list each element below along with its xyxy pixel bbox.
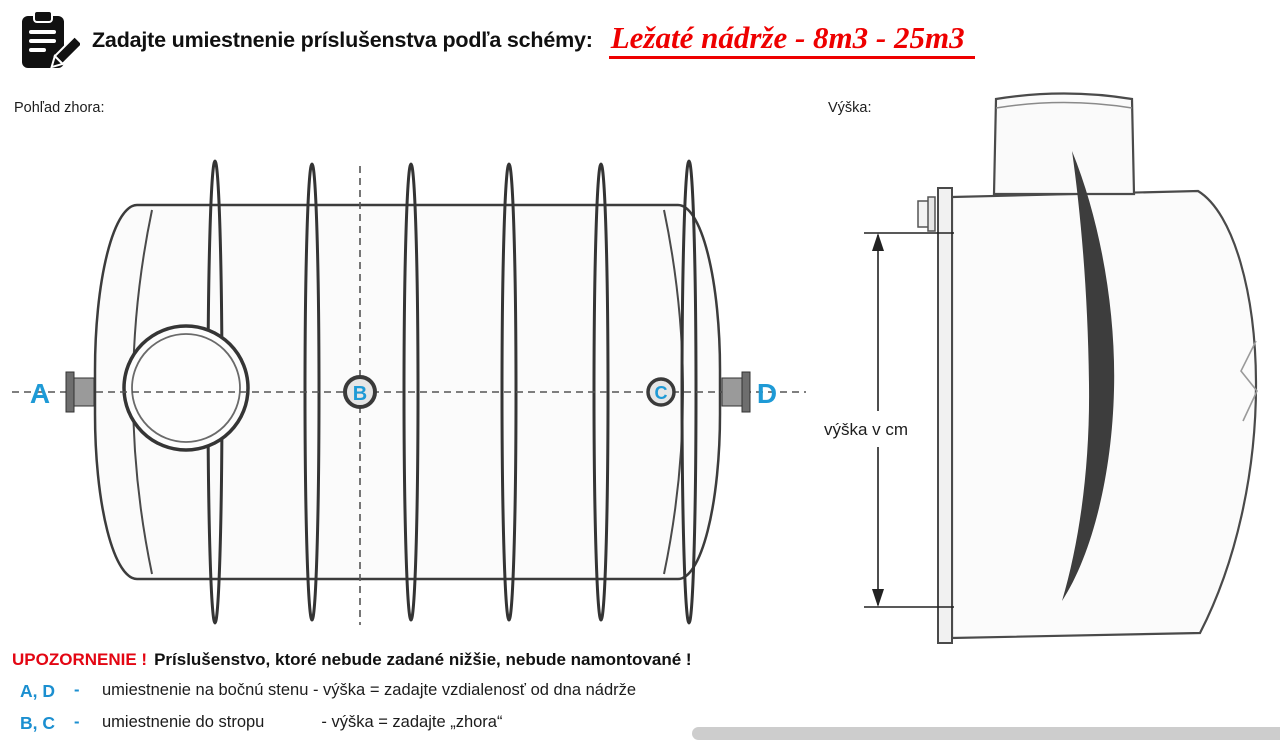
top-view-label: Pohľad zhora: bbox=[14, 100, 105, 116]
marker-a-label: A bbox=[30, 378, 50, 409]
instruction-text: Zadajte umiestnenie príslušenstva podľa … bbox=[92, 27, 593, 52]
tank-top-view-diagram: A D B C bbox=[12, 159, 806, 625]
note-line-bc: B, C - umiestnenie do stropu - výška = z… bbox=[12, 713, 692, 734]
marker-b: B bbox=[343, 375, 377, 409]
side-flange-left bbox=[65, 371, 95, 413]
rib bbox=[402, 162, 420, 622]
arrow-down-icon bbox=[872, 589, 884, 607]
clipboard-pencil-icon bbox=[22, 10, 80, 69]
note-line-ad: A, D - umiestnenie na bočnú stenu - výšk… bbox=[12, 681, 692, 702]
marker-c-label: C bbox=[655, 383, 668, 403]
note-ad-text: umiestnenie na bočnú stenu - výška = zad… bbox=[102, 681, 637, 699]
height-dimension: výška v cm bbox=[824, 232, 954, 608]
note-bc-separator: - bbox=[74, 713, 80, 731]
note-bc-text2: - výška = zadajte „zhora“ bbox=[321, 713, 503, 731]
warning-title: UPOZORNENIE ! bbox=[12, 650, 148, 669]
rib-band bbox=[1062, 151, 1115, 601]
horizontal-scrollbar-thumb[interactable] bbox=[692, 727, 1280, 740]
note-bc-prefix: B, C bbox=[20, 713, 55, 733]
arrow-up-icon bbox=[872, 233, 884, 251]
note-bc-text: umiestnenie do stropu bbox=[102, 713, 265, 731]
marker-c: C bbox=[646, 377, 676, 407]
end-plate bbox=[937, 187, 953, 644]
tank-side-view-diagram: výška v cm bbox=[824, 92, 1258, 644]
inlet-stub bbox=[917, 196, 936, 232]
warning-text: Príslušenstvo, ktoré nebude zadané nižši… bbox=[154, 650, 692, 669]
manhole bbox=[122, 324, 250, 452]
height-view-label: Výška: bbox=[828, 100, 872, 116]
marker-b-label: B bbox=[353, 383, 367, 405]
header: Zadajte umiestnenie príslušenstva podľa … bbox=[16, 8, 975, 72]
marker-d-label: D bbox=[757, 378, 777, 409]
warning-line: UPOZORNENIE ! Príslušenstvo, ktoré nebude… bbox=[12, 650, 692, 670]
note-ad-prefix: A, D bbox=[20, 681, 55, 701]
note-ad-separator: - bbox=[74, 681, 80, 699]
riser-neck bbox=[992, 92, 1136, 196]
side-flange-right bbox=[721, 371, 751, 413]
schema-title: Ležaté nádrže - 8m3 - 25m3 bbox=[608, 20, 975, 60]
height-dimension-label: výška v cm bbox=[824, 420, 908, 439]
break-line bbox=[1240, 340, 1258, 422]
notes: UPOZORNENIE ! Príslušenstvo, ktoré nebude… bbox=[12, 650, 692, 734]
